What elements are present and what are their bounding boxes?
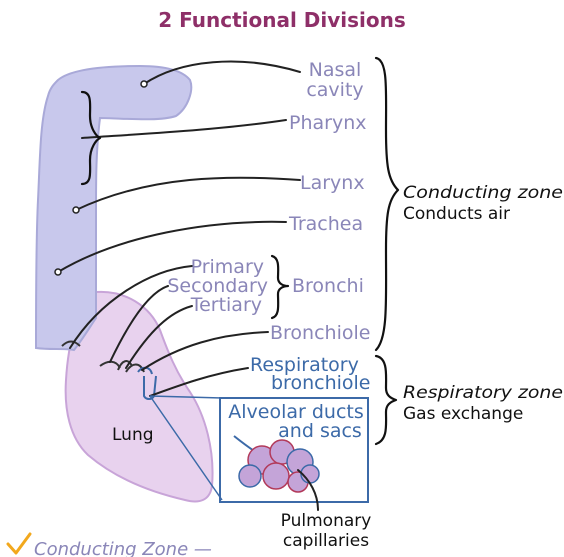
label-bronchiole: Bronchiole [270, 322, 370, 344]
respiratory-zone-brace [376, 356, 396, 444]
marker-larynx [73, 207, 79, 213]
respiratory-zone-desc: Gas exchange [403, 404, 523, 424]
leader-larynx [76, 178, 300, 210]
alveolar-sac-cluster [234, 436, 319, 492]
bronchi-bracket [272, 256, 288, 318]
label-trachea: Trachea [288, 213, 363, 235]
conducting-zone-desc: Conducts air [403, 204, 510, 224]
label-nasal-line2: cavity [306, 79, 363, 101]
checkmark-icon [8, 534, 30, 553]
diagram-title: 2 Functional Divisions [158, 8, 406, 32]
label-bronchi: Bronchi [292, 275, 364, 297]
label-pulmonary-line2: capillaries [283, 531, 369, 551]
label-nasal-line1: Nasal [309, 59, 362, 81]
label-larynx: Larynx [300, 172, 365, 194]
respiratory-zone-name: Respiratory zone [403, 383, 563, 403]
label-lung: Lung [112, 425, 154, 445]
leader-pharynx [82, 120, 286, 138]
label-respiratory-line2: bronchiole [271, 372, 370, 394]
conducting-zone-brace [376, 58, 398, 350]
label-tertiary: Tertiary [190, 294, 262, 316]
footer-note: Conducting Zone — [34, 539, 212, 557]
label-pharynx: Pharynx [289, 112, 366, 134]
label-alveolar-line2: and sacs [278, 420, 362, 442]
conducting-zone-name: Conducting zone [403, 183, 563, 203]
marker-nasal-cavity [141, 81, 147, 87]
marker-trachea [55, 269, 61, 275]
label-pulmonary-line1: Pulmonary [281, 511, 372, 531]
